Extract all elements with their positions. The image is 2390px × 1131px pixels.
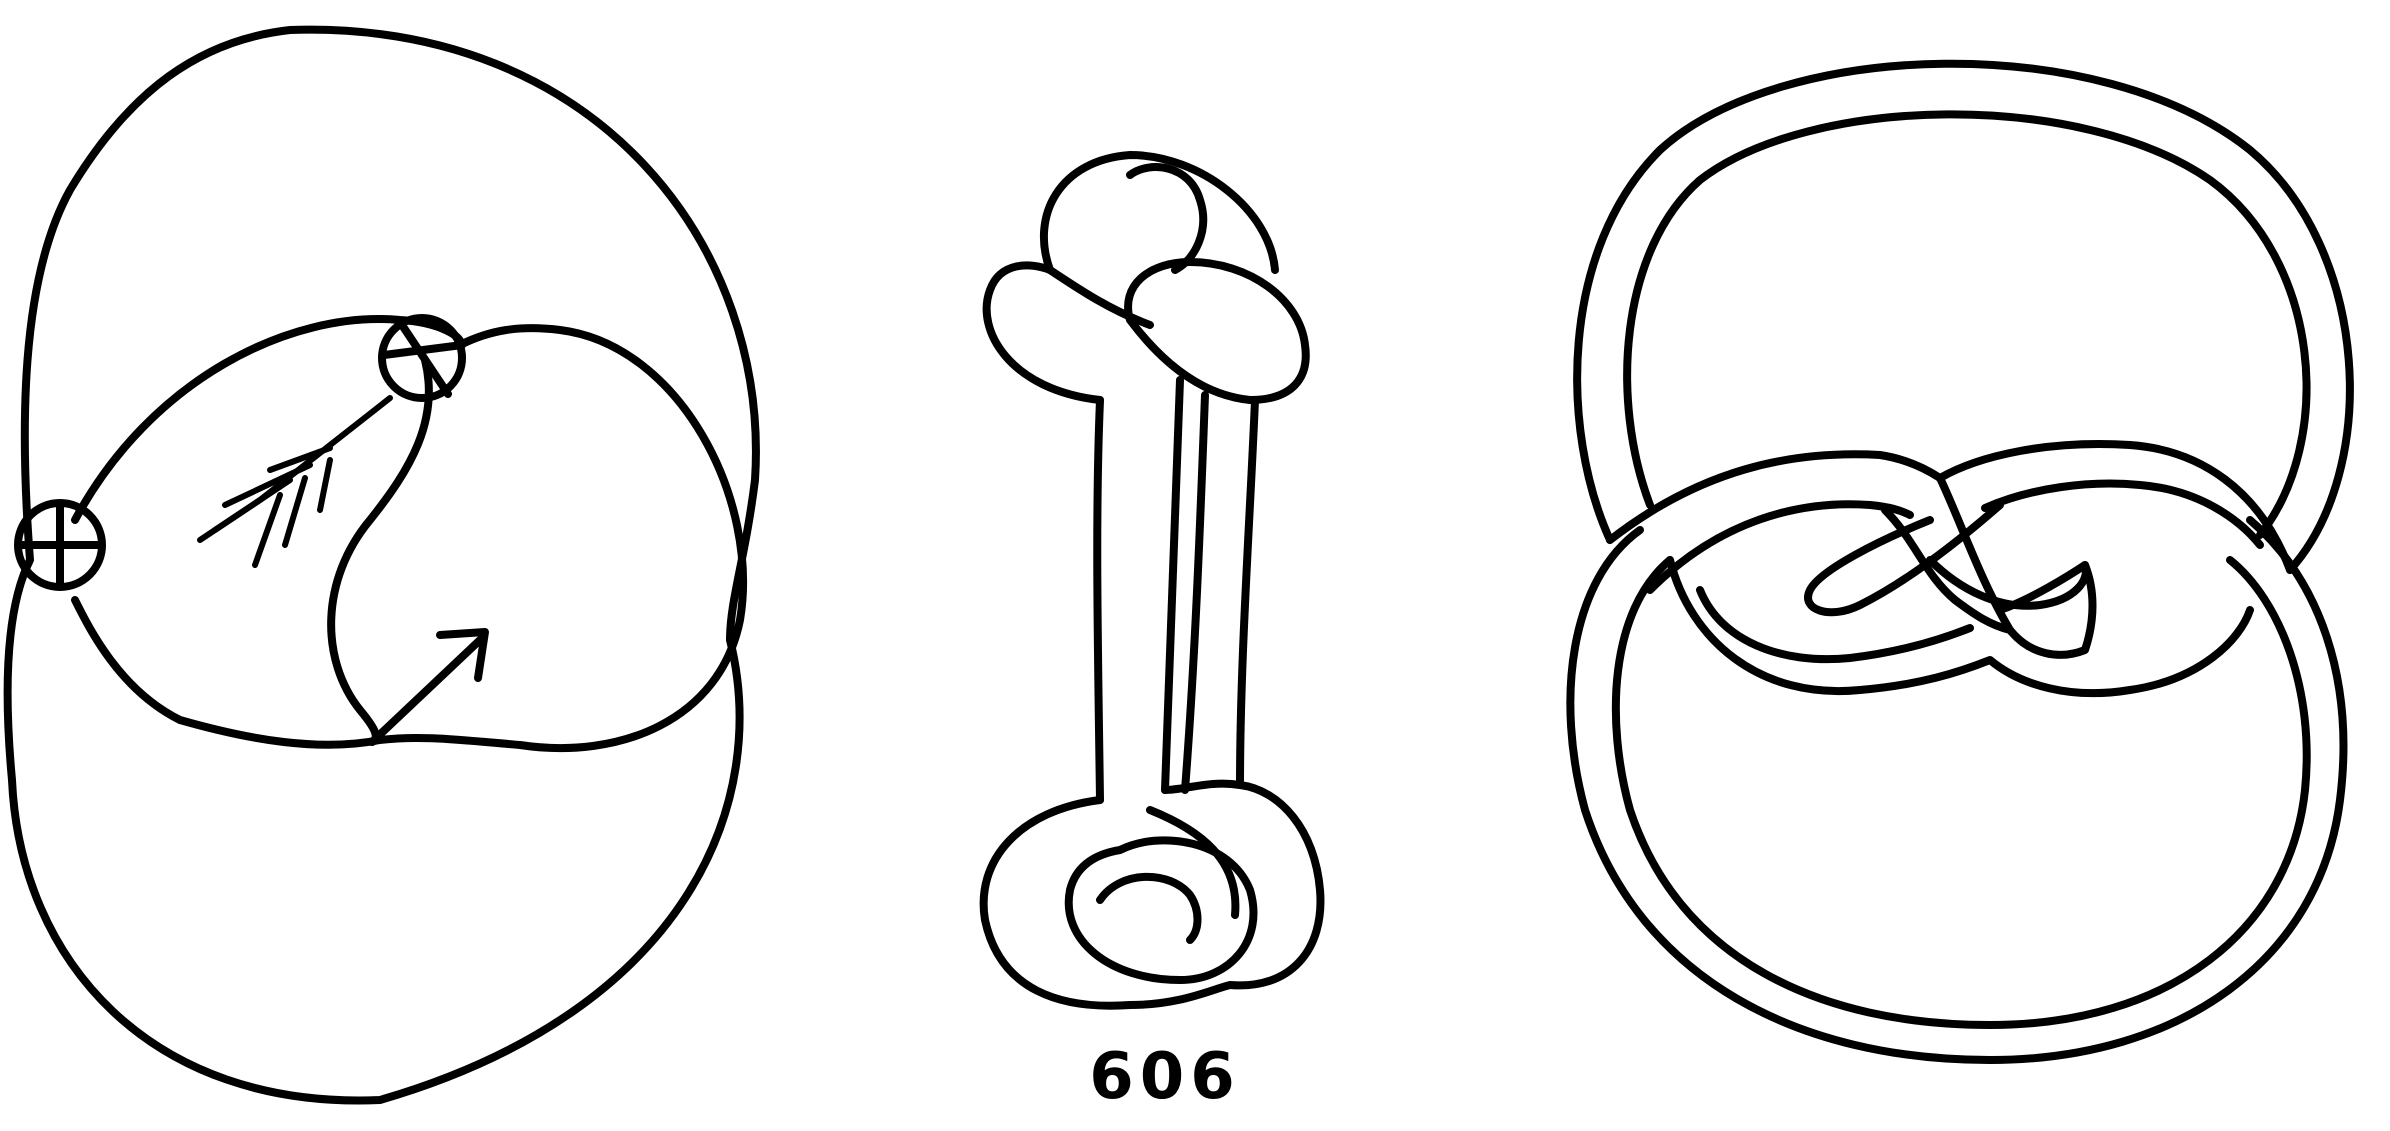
shaft-middle-right bbox=[1185, 395, 1205, 790]
bottom-knot-outer bbox=[984, 784, 1321, 1006]
left-outer-curve bbox=[8, 30, 756, 1101]
right-panel bbox=[1570, 64, 2350, 1060]
band-inner-top-right bbox=[1985, 484, 2260, 545]
feather-marks bbox=[200, 398, 390, 565]
figure-caption: 606 bbox=[1065, 1045, 1265, 1109]
left-inner-curve bbox=[75, 319, 743, 748]
shaft-right bbox=[1240, 400, 1255, 785]
shaft-middle-left bbox=[1165, 380, 1180, 790]
top-knot-right-loop bbox=[1128, 262, 1306, 400]
left-s-strand bbox=[331, 360, 429, 742]
top-knot-overstrand bbox=[1050, 270, 1150, 325]
middle-panel bbox=[984, 155, 1321, 1006]
shaft-left bbox=[1097, 400, 1100, 800]
top-knot-inner-strand bbox=[1130, 167, 1203, 270]
upper-ring-outer bbox=[1577, 64, 2350, 570]
center-strand-cross-2 bbox=[1885, 510, 2010, 630]
arrow-shaft bbox=[372, 640, 480, 742]
left-panel bbox=[8, 30, 756, 1101]
crossed-circle-left bbox=[18, 503, 102, 587]
top-knot-left-loop bbox=[987, 155, 1275, 400]
bottom-knot-center-hook bbox=[1100, 877, 1198, 940]
crossed-circle-top bbox=[382, 318, 462, 398]
band-inner-bottom bbox=[1700, 590, 1970, 659]
